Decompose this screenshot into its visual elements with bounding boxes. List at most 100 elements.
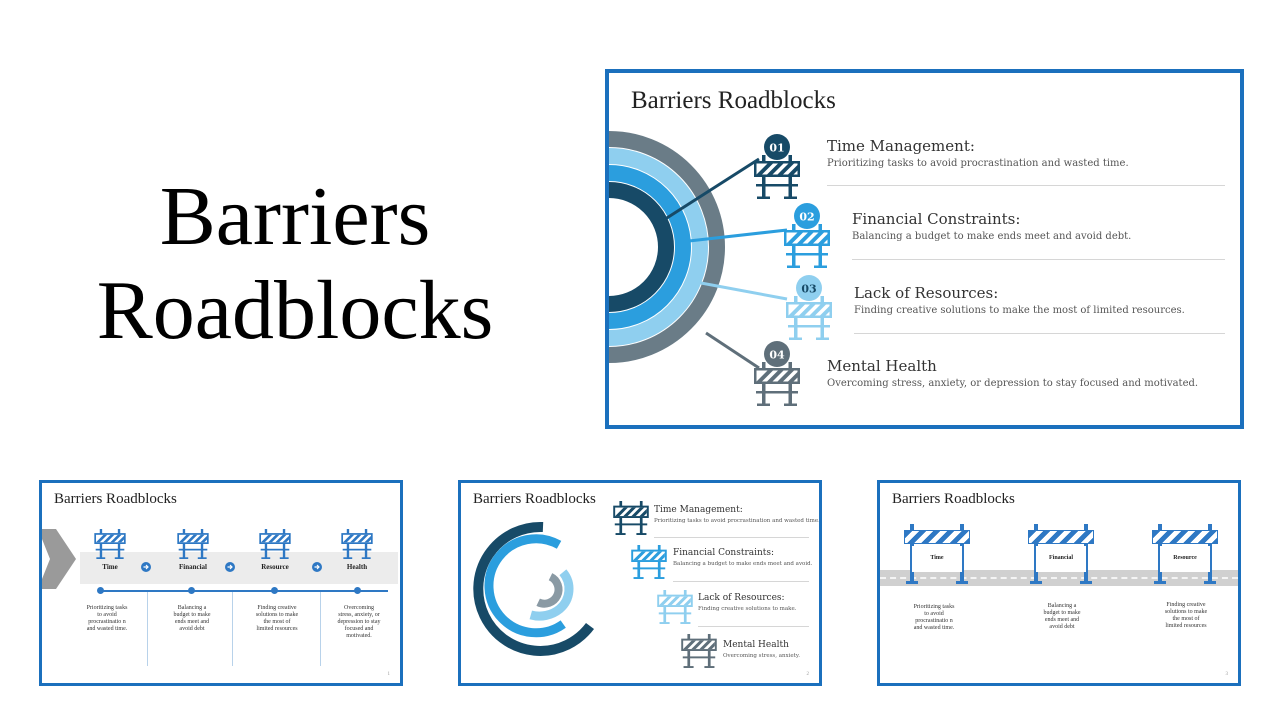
timeline-line [100,590,388,592]
arrow-right-icon [141,562,151,572]
timeline-dot [188,587,195,594]
thumbnail-slide-3[interactable]: Barriers Roadblocks Time Financial Resou… [877,480,1241,686]
foot [1080,581,1092,584]
t2-item2-heading: Financial Constraints: [673,548,775,558]
number-01: 01 [769,142,784,155]
barrier-icon [94,529,126,559]
number-badge-04: 04 [764,341,790,367]
item-01-desc: Prioritizing tasks to avoid procrastinat… [827,158,1129,169]
thumb1-title: Barriers Roadblocks [54,491,177,507]
post [1084,524,1088,584]
main-slide[interactable]: Barriers Roadblocks 01 Time Management: … [605,69,1244,429]
item-01-heading: Time Management: [827,137,975,155]
foot [956,581,968,584]
stripe-board [1028,530,1094,544]
item-02-desc: Balancing a budget to make ends meet and… [852,231,1132,242]
item-04-heading: Mental Health [827,357,937,375]
arrow-right-icon [225,562,235,572]
timeline-dot [354,587,361,594]
barrier-icon [681,634,717,668]
sign-panel [1160,546,1210,572]
timeline-drop [320,592,321,666]
concentric-arcs-graphic [473,521,595,656]
barrier-large-time: Time [904,524,970,584]
t2-item3-heading: Lack of Resources: [698,593,785,603]
post [960,524,964,584]
barrier-desc-time: Prioritizing tasks to avoid procrastinat… [913,604,955,631]
barrier-icon [259,529,291,559]
foot [906,581,918,584]
hero-title: Barriers Roadblocks [40,170,550,358]
number-badge-03: 03 [796,275,822,301]
divider [698,626,809,627]
thumb2-title: Barriers Roadblocks [473,491,596,507]
barrier-desc-resource: Finding creative solutions to make the m… [1164,602,1208,629]
barrier-large-financial: Financial [1028,524,1094,584]
page-number: 1 [387,672,391,677]
barrier-icon [613,501,649,535]
foot [1030,581,1042,584]
step-label-time: Time [102,563,118,571]
barrier-icon [754,155,800,199]
step-desc-health: Overcoming stress, anxiety, or depressio… [337,605,381,639]
t2-item4-desc: Overcoming stress, anxiety. [723,653,801,659]
foot [1204,581,1216,584]
timeline-drop [147,592,148,666]
item-03-heading: Lack of Resources: [854,284,999,302]
step-label-resource: Resource [261,563,289,571]
stripe-board [904,530,970,544]
t2-item1-heading: Time Management: [654,505,743,515]
divider [854,333,1225,334]
stripe-board [1152,530,1218,544]
barrier-icon [177,529,209,559]
number-04: 04 [769,349,785,362]
foot [1154,581,1166,584]
t2-item4-heading: Mental Health [723,640,789,650]
barrier-desc-financial: Balancing a budget to make ends meet and… [1043,603,1081,630]
number-02: 02 [799,211,814,224]
thumbnail-slide-2[interactable]: Barriers Roadblocks Time Management: Pri… [458,480,822,686]
item-03-desc: Finding creative solutions to make the m… [854,305,1185,316]
semicircle-graphic [609,131,788,370]
sign-panel [1036,546,1086,572]
page-number: 3 [1225,672,1229,677]
arrow-right-icon [312,562,322,572]
barrier-icon [754,362,800,406]
barrier-icon [657,590,693,624]
barrier-icon [786,296,832,340]
t2-item1-desc: Prioritizing tasks to avoid procrastinat… [654,518,820,524]
thumbnail-slide-1[interactable]: Barriers Roadblocks Time Financial Resou… [39,480,403,686]
page-number: 2 [806,672,810,677]
road-marking [880,577,1238,579]
item-02-heading: Financial Constraints: [852,210,1021,228]
barrier-label-resource: Resource [1173,555,1197,561]
divider [852,259,1225,260]
number-03: 03 [801,283,816,296]
number-badge-01: 01 [764,134,790,160]
timeline-dot [97,587,104,594]
divider [827,185,1225,186]
item-04-desc: Overcoming stress, anxiety, or depressio… [827,378,1199,389]
step-desc-resource: Finding creative solutions to make the m… [255,605,299,632]
barrier-large-resource: Resource [1152,524,1218,584]
timeline-drop [232,592,233,666]
arrow-graphic [42,529,76,589]
barrier-label-time: Time [930,555,944,561]
barrier-icon [784,224,830,268]
sign-panel [912,546,962,572]
hero-title-line1: Barriers [159,170,431,263]
divider [654,537,809,538]
number-badge-02: 02 [794,203,820,229]
post [1208,524,1212,584]
t2-item3-desc: Finding creative solutions to make. [698,606,797,612]
step-label-financial: Financial [178,563,207,571]
main-slide-title: Barriers Roadblocks [631,87,836,114]
timeline-dot [271,587,278,594]
t2-item2-desc: Balancing a budget to make ends meet and… [673,561,813,567]
barrier-label-financial: Financial [1048,555,1073,561]
hero-title-line2: Roadblocks [96,264,494,357]
step-desc-time: Prioritizing tasks to avoid procrastinat… [86,605,128,632]
barrier-icon [631,545,667,579]
divider [673,581,809,582]
thumb3-title: Barriers Roadblocks [892,491,1015,507]
